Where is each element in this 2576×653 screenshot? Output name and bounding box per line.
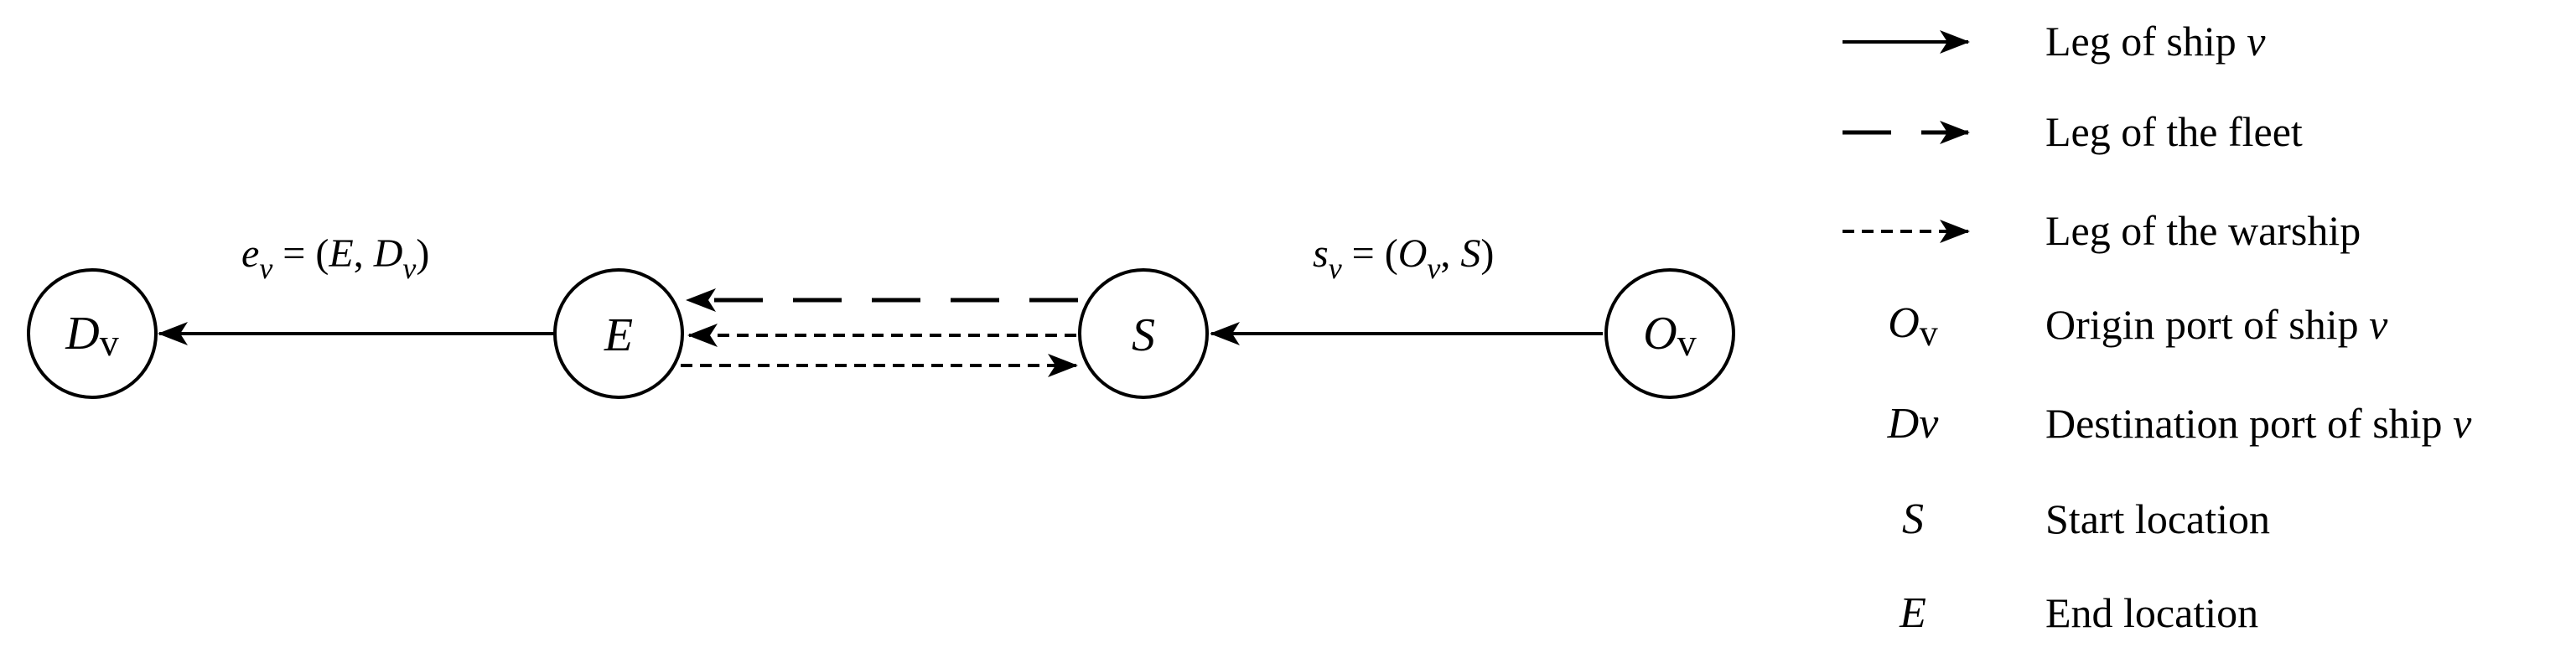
svg-text:E: E <box>604 309 633 361</box>
svg-text:Destination port of ship v: Destination port of ship v <box>2045 400 2472 447</box>
edge-label-end: ev = (E, Dv) <box>241 231 429 285</box>
legend-item-end-location: E End location <box>1899 589 2258 637</box>
legend-symbol-dv: Dv <box>1887 400 1940 448</box>
svg-text:Ov: Ov <box>1643 308 1696 364</box>
svg-text:Origin port of ship v: Origin port of ship v <box>2045 301 2388 348</box>
legend-symbol-s: S <box>1902 495 1924 543</box>
svg-text:End location: End location <box>2045 589 2258 636</box>
legend-symbol-e: E <box>1899 589 1926 637</box>
edge-label-start: sv = (Ov, S) <box>1313 231 1494 285</box>
node-s: S <box>1078 268 1209 399</box>
svg-text:Start location: Start location <box>2045 495 2270 542</box>
svg-text:S: S <box>1132 309 1155 361</box>
svg-text:Leg of ship v: Leg of ship v <box>2045 18 2266 65</box>
legend-symbol-ov: Ov <box>1888 299 1938 354</box>
svg-text:Dv: Dv <box>65 308 118 364</box>
legend-item-start-location: S Start location <box>1902 495 2270 543</box>
legend-item-origin-port: Ov Origin port of ship v <box>1888 299 2388 354</box>
node-ov: Ov <box>1604 268 1735 399</box>
svg-text:Leg of the fleet: Leg of the fleet <box>2045 108 2303 155</box>
legend-item-fleet-leg: Leg of the fleet <box>1843 108 2303 155</box>
legend: Leg of ship v Leg of the fleet Leg of th… <box>1843 18 2472 637</box>
node-e: E <box>553 268 684 399</box>
svg-text:Leg of the warship: Leg of the warship <box>2045 207 2361 254</box>
legend-item-destination-port: Dv Destination port of ship v <box>1887 400 2472 448</box>
node-dv: Dv <box>27 268 158 399</box>
legend-item-ship-leg: Leg of ship v <box>1843 18 2266 65</box>
legend-item-warship-leg: Leg of the warship <box>1843 207 2361 254</box>
